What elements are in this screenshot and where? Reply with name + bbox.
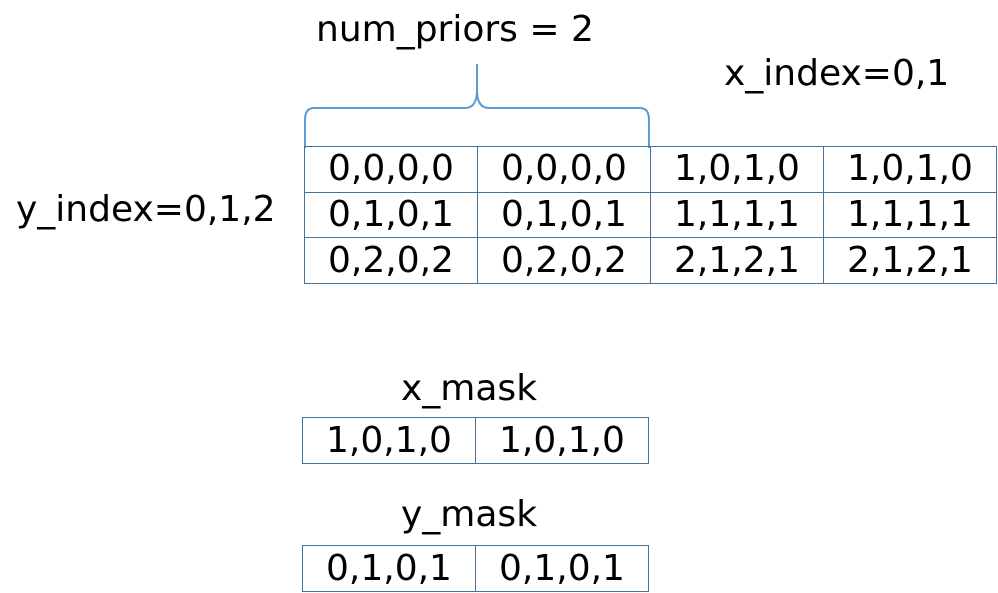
x-mask-table: 1,0,1,0 1,0,1,0 (302, 417, 649, 464)
table-cell: 0,1,0,1 (476, 546, 649, 592)
table-cell: 0,2,0,2 (305, 238, 478, 284)
y-index-label: y_index=0,1,2 (16, 189, 276, 230)
table-cell: 1,0,1,0 (303, 418, 476, 464)
table-cell: 0,1,0,1 (303, 546, 476, 592)
table-cell: 2,1,2,1 (651, 238, 824, 284)
table-cell: 1,1,1,1 (651, 192, 824, 239)
x-mask-label: x_mask (401, 368, 538, 409)
num-priors-label: num_priors = 2 (316, 9, 594, 50)
y-mask-label: y_mask (401, 494, 538, 535)
table-cell: 2,1,2,1 (824, 238, 997, 284)
table-cell: 0,1,0,1 (478, 192, 651, 239)
curly-brace-shape (304, 64, 650, 148)
table-cell: 1,0,1,0 (651, 147, 824, 193)
x-index-label: x_index=0,1 (724, 53, 950, 94)
y-mask-table: 0,1,0,1 0,1,0,1 (302, 545, 649, 592)
table-cell: 1,0,1,0 (476, 418, 649, 464)
table-cell: 1,1,1,1 (824, 192, 997, 239)
table-cell: 0,0,0,0 (478, 147, 651, 193)
table-cell: 0,2,0,2 (478, 238, 651, 284)
prior-index-table: 0,0,0,0 0,0,0,0 1,0,1,0 1,0,1,0 0,1,0,1 … (304, 146, 997, 284)
table-cell: 0,0,0,0 (305, 147, 478, 193)
table-cell: 0,1,0,1 (305, 192, 478, 239)
table-cell: 1,0,1,0 (824, 147, 997, 193)
